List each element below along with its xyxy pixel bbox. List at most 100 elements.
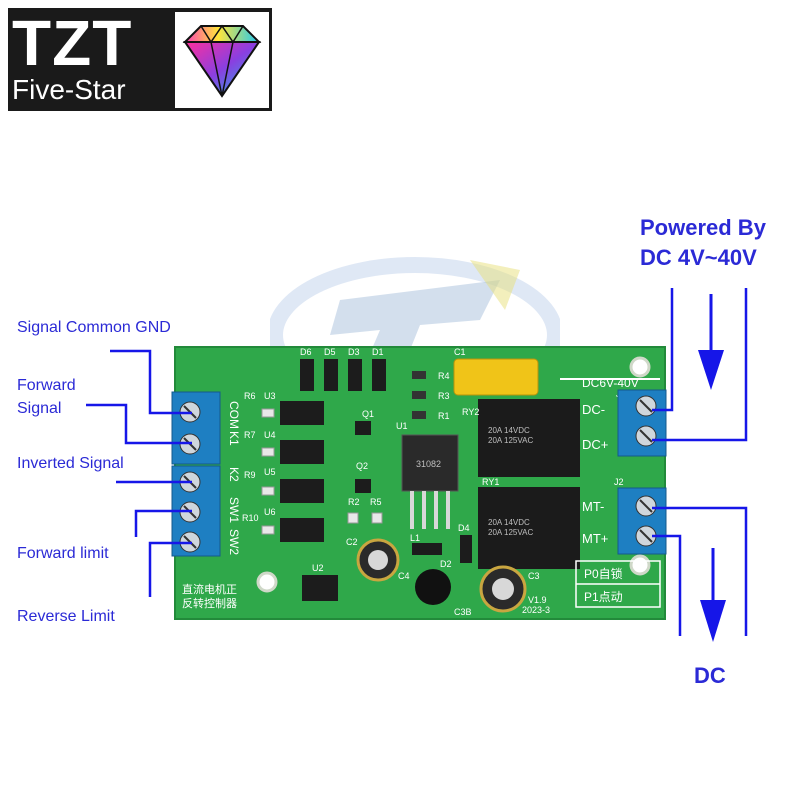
resistor-r4	[412, 371, 426, 379]
voltage-marking: DC6V-40V	[582, 376, 639, 390]
resistor-r9	[261, 486, 275, 496]
arrow-down-icon	[698, 294, 724, 390]
gem-logo-panel	[175, 12, 269, 108]
diode-d2	[412, 543, 442, 555]
potentiometer-c1	[453, 358, 539, 396]
label-l1: L1	[410, 533, 420, 543]
transistor-q1	[355, 421, 371, 435]
label-u4: U4	[264, 430, 276, 440]
diode-d6	[300, 359, 314, 391]
label-r9: R9	[244, 470, 256, 480]
diode-d5	[324, 359, 338, 391]
resistor-r6	[261, 408, 275, 418]
mode-p1: P1点动	[584, 590, 623, 604]
label-d2: D2	[440, 559, 452, 569]
resistor-r10	[261, 525, 275, 535]
relay-ry2-rating-1: 20A 14VDC	[488, 426, 530, 435]
terminal-label-k2: K2	[227, 467, 241, 482]
motor-label: DC	[694, 663, 726, 688]
callout-line-mt-plus	[652, 534, 682, 636]
label-ry2: RY2	[462, 407, 479, 417]
pcb-board	[174, 346, 666, 620]
label-q1: Q1	[362, 409, 374, 419]
label-d5: D5	[324, 347, 336, 357]
label-r7: R7	[244, 430, 256, 440]
terminal-label-sw2: SW2	[227, 529, 241, 555]
inductor-l1	[415, 569, 451, 605]
label-u6: U6	[264, 507, 276, 517]
ic-marking: 31082	[416, 459, 441, 469]
relay-ry2	[478, 399, 580, 477]
label-c2: C2	[346, 537, 358, 547]
label-j2: J2	[614, 477, 624, 487]
diode-d3	[348, 359, 362, 391]
right-terminal-blocks	[617, 389, 667, 555]
diamond-icon	[182, 24, 262, 98]
label-u1: U1	[396, 421, 408, 431]
terminal-label-com: COM	[227, 401, 241, 429]
label-u5: U5	[264, 467, 276, 477]
label-u2: U2	[312, 563, 324, 573]
label-r6: R6	[244, 391, 256, 401]
label-r5: R5	[370, 497, 382, 507]
terminal-label-dc-minus: DC-	[582, 402, 605, 417]
mounting-hole	[629, 356, 651, 378]
label-r1: R1	[438, 411, 450, 421]
diode-d4	[460, 535, 472, 563]
arrow-down-icon	[700, 548, 726, 642]
label-inverted-signal: Inverted Signal	[17, 455, 124, 472]
brand-tagline: Five-Star	[12, 74, 126, 105]
label-c1: C1	[454, 347, 466, 357]
regulator-u1	[401, 434, 459, 492]
label-c3: C3	[528, 571, 540, 581]
optocoupler-u4	[280, 440, 324, 464]
terminal-label-sw1: SW1	[227, 497, 241, 523]
callout-line-com	[110, 349, 192, 415]
callout-line-dc-minus	[652, 288, 674, 412]
date: 2023-3	[522, 605, 550, 615]
diode-d1	[372, 359, 386, 391]
optocoupler-u6	[280, 518, 324, 542]
terminal-label-dc-plus: DC+	[582, 437, 608, 452]
pcb-silkscreen: D6 D5 D3 D1 C1 R4 R3 R1 R6 U3 R7 U4 Q1 U…	[182, 347, 639, 617]
optocoupler-u3	[280, 401, 324, 425]
brand-name: TZT	[12, 7, 133, 79]
ic-u2	[302, 575, 338, 601]
callout-line-mt-minus	[652, 506, 748, 636]
label-r3: R3	[438, 391, 450, 401]
chinese-title-line1: 直流电机正	[182, 582, 237, 596]
optocoupler-u5	[280, 479, 324, 503]
transistor-q2	[355, 479, 371, 493]
label-r10: R10	[242, 513, 259, 523]
label-d1: D1	[372, 347, 384, 357]
callout-line-sw2	[148, 541, 192, 597]
resistor-r7	[261, 447, 275, 457]
resistor-r2	[347, 512, 359, 524]
resistor-r1	[412, 411, 426, 419]
label-r2: R2	[348, 497, 360, 507]
terminal-label-mt-plus: MT+	[582, 531, 608, 546]
label-signal-common-gnd: Signal Common GND	[17, 319, 171, 336]
relay-ry1-rating-1: 20A 14VDC	[488, 518, 530, 527]
power-label-line2: DC 4V~40V	[640, 245, 757, 270]
relay-ry1-rating-2: 20A 125VAC	[488, 528, 533, 537]
label-c4: C4	[398, 571, 410, 581]
resistor-r5	[371, 512, 383, 524]
label-d4: D4	[458, 523, 470, 533]
label-forward-signal-2: Signal	[17, 400, 62, 417]
version: V1.9	[528, 595, 547, 605]
label-d3: D3	[348, 347, 360, 357]
callout-line-dc-plus	[652, 288, 748, 442]
chinese-title-line2: 反转控制器	[182, 596, 237, 610]
power-label-line1: Powered By	[640, 215, 766, 240]
terminal-label-k1: K1	[227, 431, 241, 446]
label-q2: Q2	[356, 461, 368, 471]
mode-p0: P0自锁	[584, 566, 623, 581]
label-d6: D6	[300, 347, 312, 357]
resistor-r3	[412, 391, 426, 399]
label-ry1: RY1	[482, 477, 499, 487]
label-forward-signal-1: Forward	[17, 377, 76, 394]
callout-line-sw1	[134, 509, 192, 537]
mounting-hole	[256, 571, 278, 593]
